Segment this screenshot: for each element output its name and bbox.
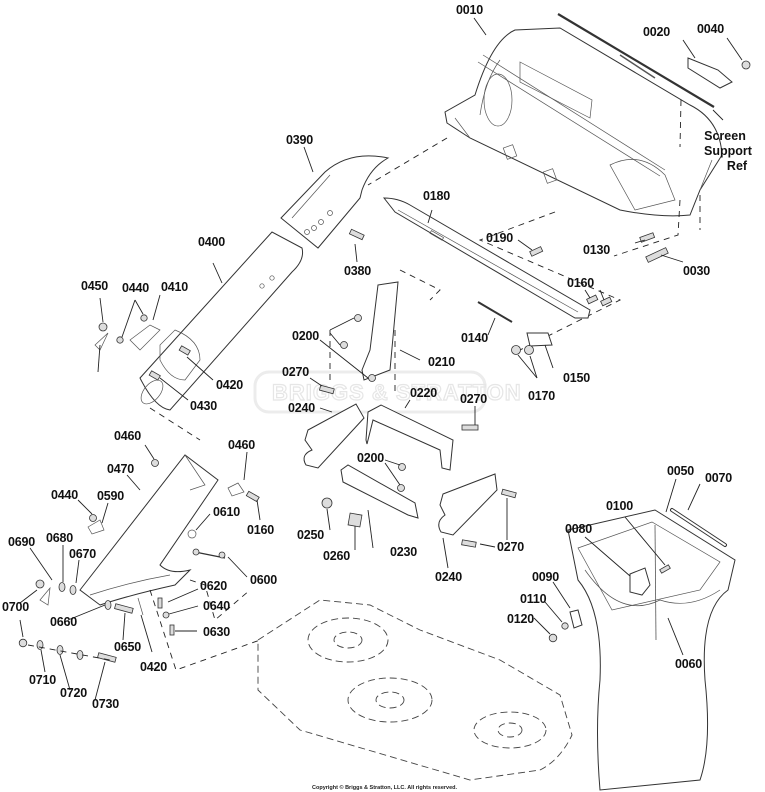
callout-0460-lower[interactable]: 0460 [114,429,141,443]
callout-0660[interactable]: 0650 [114,640,141,654]
callout-0470[interactable]: 0460 [228,438,255,452]
callout-0620[interactable]: 0610 [213,505,240,519]
callout-0010[interactable]: 0010 [456,3,483,17]
callout-0200-upper[interactable]: 0200 [292,329,319,343]
bracket-0220 [365,404,454,471]
callout-0640[interactable]: 0630 [203,625,230,639]
callouts: 0010 0020 0030 0040 0050 0060 0070 0080 … [2,3,753,711]
callout-0380[interactable]: 0380 [344,264,371,278]
callout-0250[interactable]: 0250 [297,528,324,542]
callout-0100[interactable]: 0100 [606,499,633,513]
screen-support-rod [557,13,751,108]
watermark-text: BRIGGS & STRATTON [272,380,522,405]
callout-0440-lower[interactable]: 0440 [51,488,78,502]
callout-0050[interactable]: 0050 [667,464,694,478]
callout-0740[interactable]: 0730 [92,697,119,711]
callout-0680[interactable]: 0670 [69,547,96,561]
callout-0670[interactable]: 0660 [50,615,77,629]
callout-0070[interactable]: 0070 [705,471,732,485]
callout-0150[interactable]: 0150 [563,371,590,385]
reference-note-line1: Screen [704,129,746,143]
callout-0270-mid[interactable]: 0270 [460,392,487,406]
callout-0400[interactable]: 0400 [198,235,225,249]
callout-0270-right[interactable]: 0270 [497,540,524,554]
callout-0180[interactable]: 0180 [423,189,450,203]
callout-0220[interactable]: 0220 [410,386,437,400]
bracket-0210 [361,281,399,381]
callout-0440-upper[interactable]: 0440 [122,281,149,295]
callout-0270-left[interactable]: 0270 [282,365,309,379]
callout-0260[interactable]: 0260 [323,549,350,563]
leader-lines [19,17,743,701]
catcher-lid [444,27,723,217]
callout-0610[interactable]: 0600 [250,573,277,587]
callout-0240-left[interactable]: 0240 [288,401,315,415]
collection-bag [567,508,736,791]
callout-0210[interactable]: 0210 [428,355,455,369]
callout-0230[interactable]: 0230 [390,545,417,559]
mower-deck [257,599,573,781]
callout-0690[interactable]: 0680 [46,531,73,545]
callout-0390[interactable]: 0390 [286,133,313,147]
rear-channel [382,197,591,319]
plate-0240-left [303,403,365,469]
callout-0200-lower[interactable]: 0200 [357,451,384,465]
callout-0080[interactable]: 0080 [565,522,592,536]
callout-0160-top[interactable]: 0160 [567,276,594,290]
callout-0720[interactable]: 0710 [29,673,56,687]
callout-0590[interactable]: 0470 [107,462,134,476]
callout-0700[interactable]: 0690 [8,535,35,549]
callout-0120[interactable]: 0120 [507,612,534,626]
chute-upper [280,155,390,249]
callout-0240-right[interactable]: 0240 [435,570,462,584]
callout-0410[interactable]: 0410 [161,280,188,294]
callout-0040[interactable]: 0040 [697,22,724,36]
callout-0090[interactable]: 0090 [532,570,559,584]
chute-tube [139,231,303,411]
callout-0420-upper[interactable]: 0420 [216,378,243,392]
callout-0170[interactable]: 0170 [528,389,555,403]
reference-note-line2: Support [704,144,753,158]
callout-0650[interactable]: 0640 [203,599,230,613]
callout-0160-bottom[interactable]: 0160 [247,523,274,537]
bar-0230 [340,464,419,519]
callout-0030[interactable]: 0030 [683,264,710,278]
callout-0020[interactable]: 0020 [643,25,670,39]
copyright-notice: Copyright © Briggs & Stratton, LLC. All … [312,784,458,791]
callout-0730[interactable]: 0720 [60,686,87,700]
lower-chute [79,454,219,606]
callout-0060[interactable]: 0060 [675,657,702,671]
callout-0130[interactable]: 0130 [583,243,610,257]
callout-0710[interactable]: 0700 [2,600,29,614]
callout-0110[interactable]: 0110 [520,592,547,606]
reference-note-line3: Ref [727,159,748,173]
callout-0630[interactable]: 0620 [200,579,227,593]
plate-0240-right [438,473,498,536]
callout-0460-upper[interactable]: 0450 [81,279,108,293]
callout-0600[interactable]: 0590 [97,489,124,503]
callout-0420-lower[interactable]: 0420 [140,660,167,674]
callout-0190[interactable]: 0190 [486,231,513,245]
callout-0140[interactable]: 0140 [461,331,488,345]
callout-0430[interactable]: 0430 [190,399,217,413]
